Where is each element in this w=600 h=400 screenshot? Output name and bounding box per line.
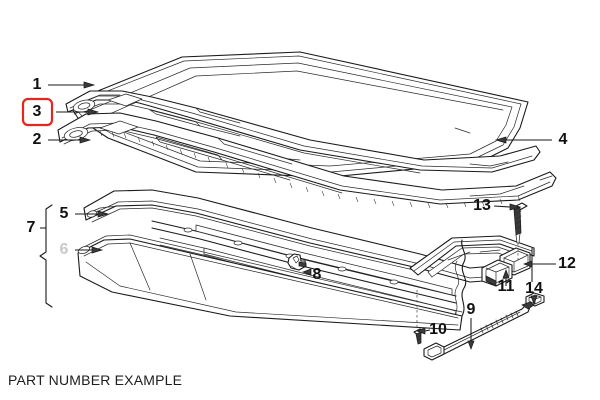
cable-coil — [480, 310, 519, 334]
part-lower-seal-frame[interactable] — [57, 112, 557, 209]
callout-6[interactable]: 6 — [60, 241, 69, 258]
callout-9[interactable]: 9 — [467, 301, 476, 318]
part-drive-cable[interactable] — [423, 301, 535, 361]
callout-12[interactable]: 12 — [558, 255, 576, 272]
callout-7[interactable]: 7 — [27, 219, 36, 236]
callout-11[interactable]: 11 — [498, 278, 515, 295]
callout-13[interactable]: 13 — [473, 197, 491, 214]
callout-14[interactable]: 14 — [525, 280, 543, 297]
selected-callout-highlight[interactable] — [21, 97, 54, 127]
part-lift-bracket[interactable] — [481, 259, 513, 287]
seal-hatching — [99, 130, 521, 209]
part-screw[interactable] — [511, 202, 528, 244]
callout-10[interactable]: 10 — [429, 321, 447, 338]
part-upper-seal-frame[interactable] — [65, 90, 541, 174]
callout-8[interactable]: 8 — [313, 266, 322, 283]
callout-5[interactable]: 5 — [60, 205, 69, 222]
page-caption: PART NUMBER EXAMPLE — [8, 372, 183, 388]
callout-1[interactable]: 1 — [33, 76, 42, 93]
callout-numbers: 1 3 2 4 7 5 6 8 13 12 11 14 9 10 — [27, 76, 576, 338]
callout-3[interactable]: 3 — [33, 103, 42, 120]
part-clip[interactable] — [287, 253, 307, 271]
callout-2[interactable]: 2 — [33, 131, 42, 148]
callout-4[interactable]: 4 — [559, 131, 568, 148]
leader-lines — [39, 81, 556, 350]
